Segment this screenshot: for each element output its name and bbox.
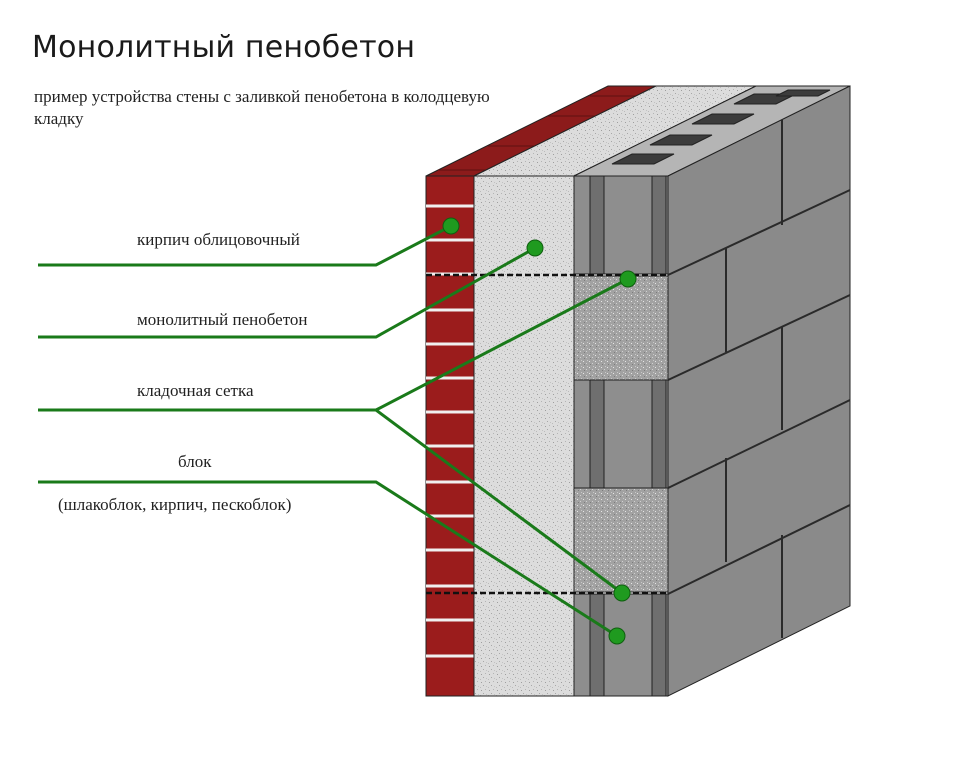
dot-facing-brick bbox=[442, 217, 460, 235]
leader-lines bbox=[38, 224, 629, 638]
page-subtitle: пример устройства стены с заливкой пеноб… bbox=[34, 87, 490, 128]
leader-facing-brick bbox=[38, 224, 452, 267]
label-foam-concrete: монолитный пенобетон bbox=[137, 310, 308, 329]
label-facing-brick: кирпич облицовочный bbox=[137, 230, 300, 249]
foam-concrete-layer bbox=[473, 175, 575, 697]
page-title: Монолитный пенобетон bbox=[32, 30, 416, 65]
leader-dots bbox=[442, 217, 637, 645]
leader-masonry-mesh-lower bbox=[375, 408, 623, 595]
label-masonry-mesh: кладочная сетка bbox=[137, 381, 254, 400]
facing-brick-layer bbox=[425, 175, 475, 697]
leader-foam-concrete bbox=[38, 246, 536, 339]
label-block: блок bbox=[178, 452, 212, 471]
dot-foam-concrete bbox=[526, 239, 544, 257]
label-block-detail: (шлакоблок, кирпич, пескоблок) bbox=[58, 495, 292, 514]
dot-masonry-mesh-lower bbox=[613, 584, 631, 602]
leader-block bbox=[38, 480, 618, 638]
dot-masonry-mesh-upper bbox=[619, 270, 637, 288]
wall-top-face bbox=[425, 85, 851, 177]
dot-block bbox=[608, 627, 626, 645]
block-wall-side-face bbox=[667, 85, 851, 697]
